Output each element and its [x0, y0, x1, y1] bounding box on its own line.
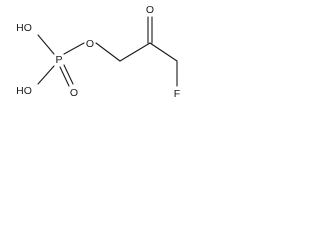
bond-p-oh-top	[37, 34, 55, 55]
bond-ch2-carbonyl	[119, 42, 151, 62]
bond-carbonyl-ch2f	[149, 42, 178, 62]
bond-o-ch2	[95, 42, 121, 62]
atom-ester-oxygen: O	[86, 38, 94, 50]
bonds	[37, 16, 178, 87]
bond-p-o-ester	[63, 42, 85, 55]
atom-phosphoryl-oxygen: O	[70, 87, 78, 99]
atom-fluorine: F	[174, 88, 180, 100]
atom-ketone-oxygen: O	[146, 4, 154, 16]
chemical-structure: HO HO P O O O F	[16, 4, 180, 100]
bond-p-o-double-a	[59, 66, 70, 87]
atom-hydroxyl-top: HO	[16, 22, 32, 34]
atom-hydroxyl-bottom: HO	[16, 85, 32, 97]
atom-labels: HO HO P O O O F	[16, 4, 180, 100]
bond-p-o-double-b	[63, 64, 74, 85]
bond-p-oh-bottom	[37, 65, 55, 85]
atom-phosphorus: P	[55, 54, 62, 66]
